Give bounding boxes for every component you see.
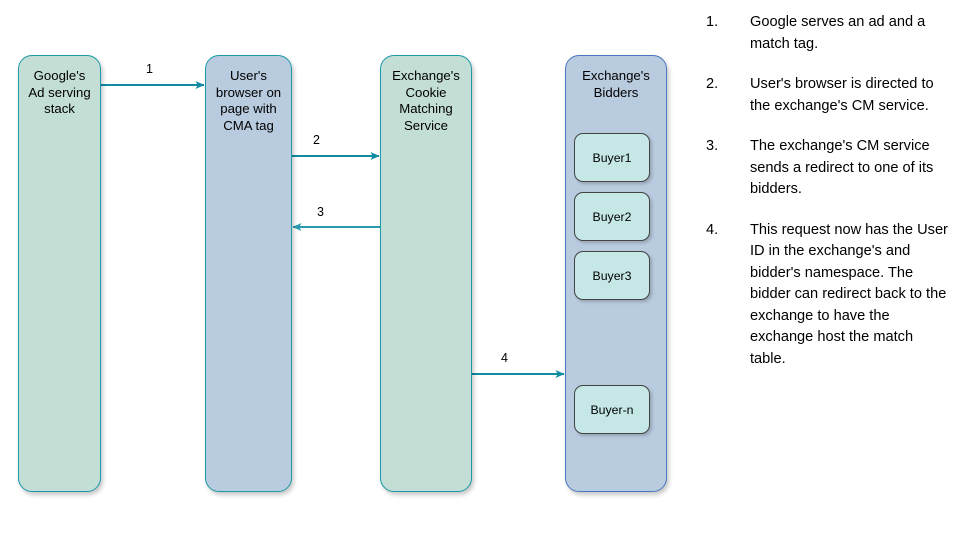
legend-item-4-number: 4. — [706, 221, 719, 238]
node-buyer-2[interactable]: Buyer2 — [574, 192, 650, 241]
node-user-browser[interactable]: User's browser on page with CMA tag — [205, 55, 292, 492]
legend-item-2-number: 2. — [706, 76, 719, 92]
legend-item-3-number: 3. — [706, 138, 719, 154]
node-google-label: Google's Ad serving stack — [28, 68, 91, 116]
node-bidders-label: Exchange's Bidders — [582, 68, 650, 100]
legend-item-1-number: 1. — [706, 14, 719, 30]
node-buyer-3-label: Buyer3 — [592, 268, 632, 283]
node-buyer-3[interactable]: Buyer3 — [574, 251, 650, 300]
node-browser-label: User's browser on page with CMA tag — [215, 68, 282, 133]
arrow-4-label: 4 — [501, 351, 508, 365]
node-buyer-n[interactable]: Buyer-n — [574, 385, 650, 434]
arrow-2-label: 2 — [313, 133, 320, 147]
node-buyer-1-label: Buyer1 — [592, 150, 632, 165]
node-google-ad-serving-stack[interactable]: Google's Ad serving stack — [18, 55, 101, 492]
legend-item-3: 3. The exchange's CM service sends a red… — [706, 136, 950, 201]
node-cms-label: Exchange's Cookie Matching Service — [392, 68, 460, 133]
arrow-3-label: 3 — [317, 205, 324, 219]
arrow-1-label: 1 — [146, 62, 153, 76]
legend-item-2: 2. User's browser is directed to the exc… — [706, 74, 950, 117]
node-exchange-cookie-matching-service[interactable]: Exchange's Cookie Matching Service — [380, 55, 472, 492]
node-buyer-2-label: Buyer2 — [592, 209, 632, 224]
legend-item-1: 1. Google serves an ad and a match tag. — [706, 12, 950, 55]
legend-item-2-text: User's browser is directed to the exchan… — [750, 76, 934, 114]
legend-item-3-text: The exchange's CM service sends a redire… — [750, 138, 934, 197]
node-buyer-n-label: Buyer-n — [590, 402, 634, 417]
legend-item-4-text: This request now has the User ID in the … — [750, 221, 948, 367]
legend-item-1-text: Google serves an ad and a match tag. — [750, 14, 926, 52]
node-buyer-1[interactable]: Buyer1 — [574, 133, 650, 182]
steps-legend: 1. Google serves an ad and a match tag. … — [706, 12, 950, 389]
legend-item-4: 4. This request now has the User ID in t… — [706, 220, 950, 371]
